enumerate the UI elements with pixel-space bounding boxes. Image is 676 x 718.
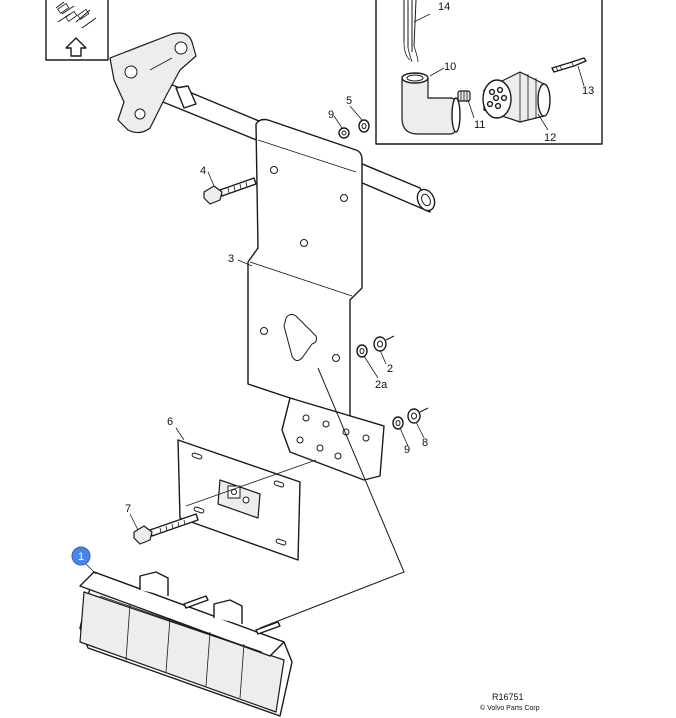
inset-fuse-panel [45, 0, 109, 61]
callout-14[interactable]: 14 [438, 1, 450, 13]
callout-10[interactable]: 10 [444, 61, 456, 73]
triangular-cutout [283, 313, 317, 362]
callout-9-upper[interactable]: 9 [328, 109, 334, 121]
callout-11[interactable]: 11 [474, 119, 485, 131]
highlight-marker[interactable] [71, 546, 91, 566]
callout-7[interactable]: 7 [125, 503, 131, 515]
up-arrow-icon [65, 37, 87, 57]
leader-lines [85, 13, 585, 575]
callout-9-lower[interactable]: 9 [404, 444, 410, 456]
callout-12[interactable]: 12 [544, 132, 556, 144]
round-connector [482, 71, 551, 123]
bolt-4 [203, 177, 257, 205]
washer-set-8-9 [392, 407, 429, 430]
callout-3[interactable]: 3 [228, 253, 234, 265]
callout-2a[interactable]: 2a [375, 379, 388, 391]
callout-1[interactable]: 1 [78, 551, 84, 563]
pipe-clamp-bracket [109, 32, 197, 134]
washer-set-5-9 [338, 119, 370, 139]
inset-connector-detail [375, 0, 603, 145]
main-mounting-plate [247, 118, 385, 481]
drawing-reference: R16751 [492, 692, 524, 702]
small-nut [457, 90, 471, 102]
cable-route-line [259, 367, 405, 629]
callout-labels: 1 2 2a 3 4 5 6 7 8 9 9 10 11 12 13 14 [78, 1, 594, 563]
copyright-note: © Volvo Parts Corp [480, 704, 540, 712]
callout-2[interactable]: 2 [387, 363, 393, 375]
callout-6[interactable]: 6 [167, 416, 173, 428]
callout-13[interactable]: 13 [582, 85, 594, 97]
washer-set-2-2a [356, 335, 395, 358]
bolt-7 [133, 513, 199, 545]
callout-5[interactable]: 5 [346, 95, 352, 107]
elbow-housing [401, 72, 461, 135]
rear-lamp-unit [79, 571, 293, 717]
license-plate-holder [177, 439, 301, 561]
callout-8[interactable]: 8 [422, 437, 428, 449]
callout-4[interactable]: 4 [200, 165, 206, 177]
contact-pin [551, 57, 587, 73]
